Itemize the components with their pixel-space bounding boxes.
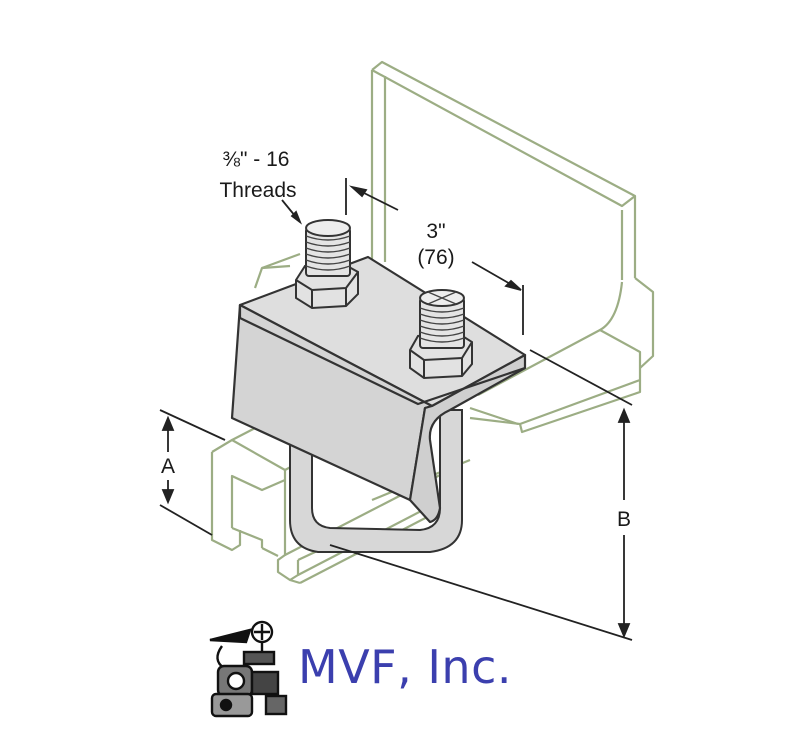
thread-size-label: ⅜" - 16 [223,148,290,171]
thread-word-label: Threads [219,179,296,202]
clamp-body [230,255,527,524]
brand-name: MVF, Inc. [298,640,512,694]
width-in-label: 3" [426,220,445,243]
dim-b-label: B [617,508,631,531]
dim-a-label: A [161,455,175,478]
valve-logo-icon [209,620,288,718]
dimension-lines [159,178,633,641]
bolt-right [409,289,473,380]
width-mm-label: (76) [417,246,454,269]
bolt-left [295,219,359,310]
